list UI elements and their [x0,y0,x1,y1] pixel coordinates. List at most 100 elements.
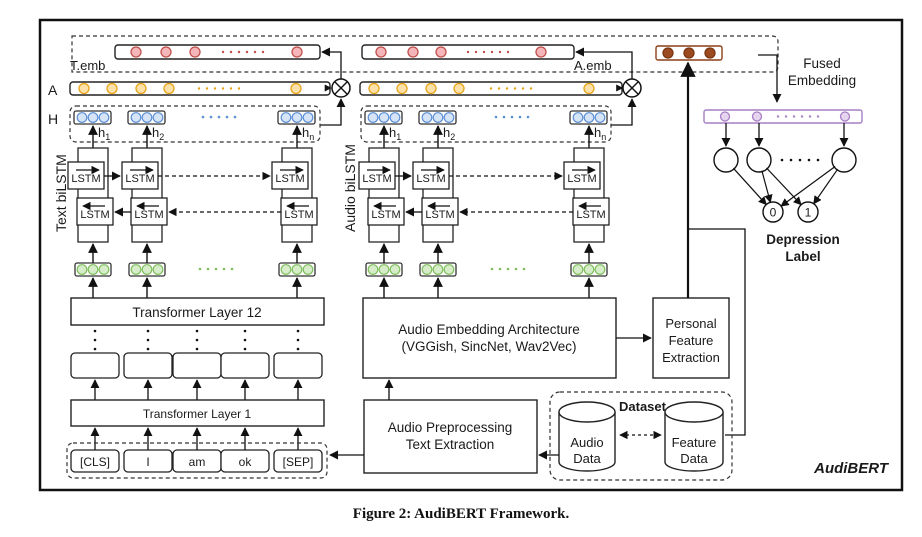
ellipsis-dot [510,115,514,119]
input-unit [76,264,88,275]
ellipsis-dot [222,267,226,271]
vertical-ellipsis-dot [296,347,300,351]
audio-embedding-unit [407,46,419,58]
audio-attention-unit [368,82,380,95]
audio-embedding-unit [535,46,547,58]
hidden-state-label: h1 [389,125,401,142]
fused-embedding-label-1: Fused [803,56,841,71]
text-hidden-dashed-region [69,105,321,143]
input-unit [594,264,606,275]
vertical-ellipsis-dot [243,338,247,342]
audio-attention-unit [396,82,408,95]
vertical-ellipsis-dot [296,329,300,333]
transformer-layer-1-label: Transformer Layer 1 [143,407,252,421]
fused-embedding-bar [703,109,863,124]
figure-frame [38,18,904,492]
input-unit [291,264,303,275]
backward-lstm-cell [367,197,405,226]
ellipsis-dot [506,267,510,271]
hidden-state-label: h2 [152,125,164,142]
audio-bilstm-label: Audio biLSTM [342,144,358,232]
forward-lstm-label: LSTM [275,173,304,185]
hidden-state-label: h2 [443,125,455,142]
personal-feature-extraction-label-2: Feature [669,333,714,348]
output-neuron [797,201,819,223]
ellipsis-dot [506,50,510,54]
audio-preprocessing-label-2: Text Extraction [406,437,495,452]
hidden-state-label: hn [302,125,314,142]
text-embedding-unit [160,46,172,58]
personal-feature-unit [683,47,695,59]
ellipsis-dot [789,158,793,162]
forward-lstm-label: LSTM [125,173,154,185]
text-embedding-bar [114,44,321,60]
hidden-unit [572,112,584,123]
output-neuron-label: 0 [770,206,777,220]
token-label: I [146,455,149,469]
intermediate-layer-box [70,352,120,379]
ellipsis-dot [498,267,502,271]
dataset-label: Dataset [619,399,667,414]
transformer-layer-12-label: Transformer Layer 12 [132,305,261,320]
ellipsis-dot [808,115,812,118]
ellipsis-dot [784,115,788,118]
hidden-h-label: H [48,111,58,127]
ellipsis-dot [489,87,493,90]
ellipsis-dot [494,115,498,119]
vertical-ellipsis-dot [146,338,150,342]
ellipsis-dot [816,158,820,162]
hidden-unit [421,112,433,123]
ellipsis-dot [201,115,205,119]
audio-embedding-architecture-box [362,297,617,379]
ellipsis-dot [490,50,494,54]
transformer-layer-1 [70,399,325,427]
ellipsis-dot [498,50,502,54]
ellipsis-dot [209,115,213,119]
ellipsis-dot [237,50,241,54]
ellipsis-dot [237,87,241,90]
ellipsis-dot [514,267,518,271]
ellipsis-dot [217,115,221,119]
hidden-unit [389,112,401,123]
hidden-unit [302,112,314,123]
ellipsis-dot [229,87,233,90]
vertical-ellipsis-dot [243,347,247,351]
ellipsis-dot [245,50,249,54]
audio-data-label-2: Data [573,451,601,466]
audio-embedding-unit [375,46,387,58]
audibert-brand-label: AudiBERT [813,460,890,477]
hidden-state-label: h1 [98,125,110,142]
forward-lstm-label: LSTM [71,173,100,185]
ellipsis-dot [522,267,526,271]
hidden-neuron [713,147,739,173]
fused-embedding-label-2: Embedding [788,73,856,88]
backward-lstm-label: LSTM [134,209,163,221]
ellipsis-dot [206,267,210,271]
audio-preprocessing-box [363,399,538,474]
ellipsis-dot [798,158,802,162]
feature-data-label-2: Data [680,451,708,466]
ellipsis-dot [205,87,209,90]
vertical-ellipsis-dot [195,329,199,333]
hidden-unit [98,112,110,123]
forward-lstm-label: LSTM [567,173,596,185]
fused-embedding-unit [839,111,851,122]
input-unit [152,264,164,275]
hidden-unit [443,112,455,123]
audio-embedding-architecture-title: Audio Embedding Architecture [398,322,580,337]
personal-feature-extraction-label-1: Personal [665,316,716,331]
input-unit [572,264,584,275]
attention-a-label: A [48,82,58,98]
intermediate-layer-box [220,352,270,379]
fused-embedding-unit [719,111,731,122]
intermediate-layer-box [123,352,173,379]
hidden-neuron [831,147,857,173]
input-unit [378,264,390,275]
personal-feature-unit [662,47,674,59]
input-unit [87,264,99,275]
vertical-ellipsis-dot [195,338,199,342]
ellipsis-dot [261,50,265,54]
forward-lstm-cell [67,161,105,190]
input-unit [141,264,153,275]
